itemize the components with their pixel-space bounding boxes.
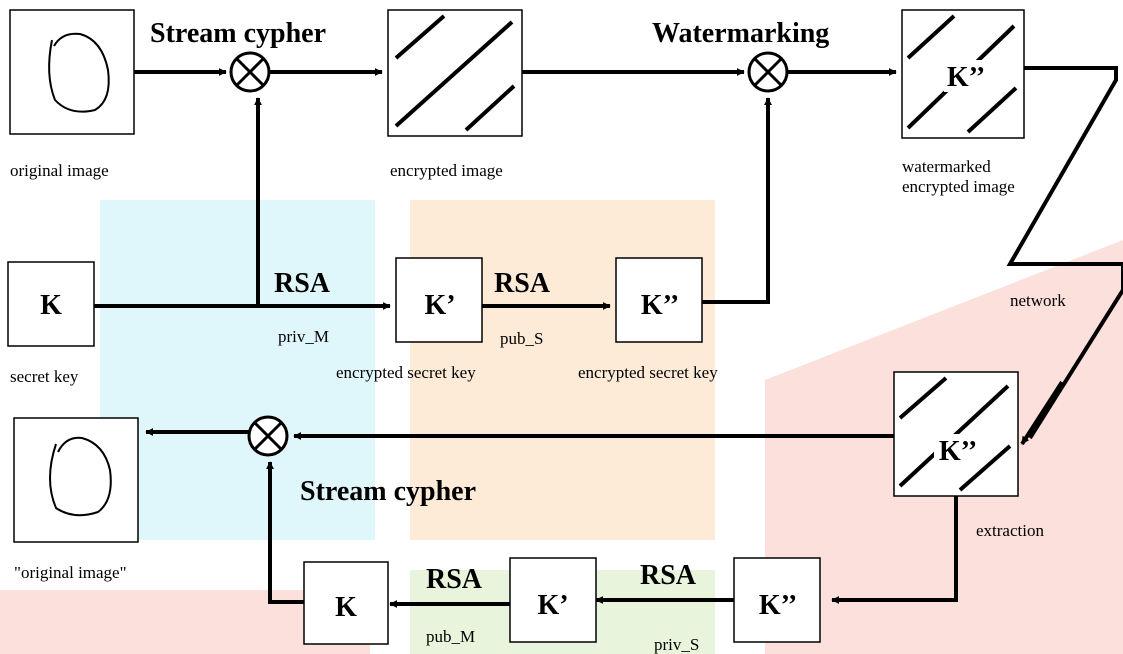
rsa-priv-m-label: RSA [274,268,331,299]
extraction-caption: extraction [976,521,1044,540]
encrypted-secret-key-caption-1: encrypted secret key [336,363,476,382]
watermarking-label: Watermarking [652,18,829,49]
watermarked-key-bg [944,60,992,92]
encrypted-secret-key-caption-2: encrypted secret key [578,363,718,382]
encrypted-secret-key-label-2: K’’ [641,290,679,321]
original-image-shape [48,32,110,113]
arrow-extraction-to-bottom-kdoubleprime [831,496,958,604]
pub-s-label: pub_S [500,329,543,348]
xor-operator-top-right [747,51,789,93]
recovered-image-box [13,417,139,543]
bottom-kdoubleprime-box [733,557,821,643]
bottom-kprime-box [509,557,597,643]
network-link [1006,66,1123,440]
stream-cypher-top-label: Stream cypher [150,18,326,49]
xor-operator-bottom [247,415,289,457]
recovered-image-caption: "original image" [14,563,127,582]
secret-key-box [7,261,95,347]
watermark-cyan-block [100,200,375,540]
watermark-orange-block [410,200,715,540]
recovered-image-shape [49,436,112,517]
watermarked-caption-line1: watermarked [902,157,991,176]
arrow-kdoubleprime-to-watermark-xor [702,97,772,304]
extraction-key-bg [934,434,984,466]
bottom-k-label: K [335,592,357,623]
xor-operator-top-left [229,51,271,93]
watermarked-caption-line2: encrypted image [902,177,1015,196]
rsa-pub-m-label: RSA [426,564,483,595]
encrypted-secret-key-label-1: K’ [424,290,455,321]
bottom-kdoubleprime-label: K’’ [759,590,797,621]
extraction-key-label: K’’ [939,436,977,467]
bottom-kprime-label: K’ [537,590,568,621]
arrow-k-to-bottom-xor [266,461,304,604]
pub-m-label: pub_M [426,627,475,646]
rsa-pub-s-label: RSA [494,268,551,299]
encrypted-image-caption: encrypted image [390,161,503,180]
network-label: network [1010,291,1066,310]
encrypted-secret-key-box-2 [615,257,703,343]
priv-s-label: priv_S [654,635,699,654]
original-image-box [9,9,135,135]
watermarked-key-label: K’’ [947,62,985,93]
secret-key-caption: secret key [10,367,79,386]
encrypted-secret-key-box-1 [395,257,483,343]
secret-key-label: K [40,290,62,321]
original-image-caption: original image [10,161,109,180]
stream-cypher-bottom-label: Stream cypher [300,476,476,507]
encrypted-image-hatch [394,14,516,132]
bottom-k-box [303,561,389,645]
priv-m-label: priv_M [278,327,329,346]
rsa-priv-s-label: RSA [640,560,697,591]
arrow-network-to-extraction [1020,380,1064,446]
